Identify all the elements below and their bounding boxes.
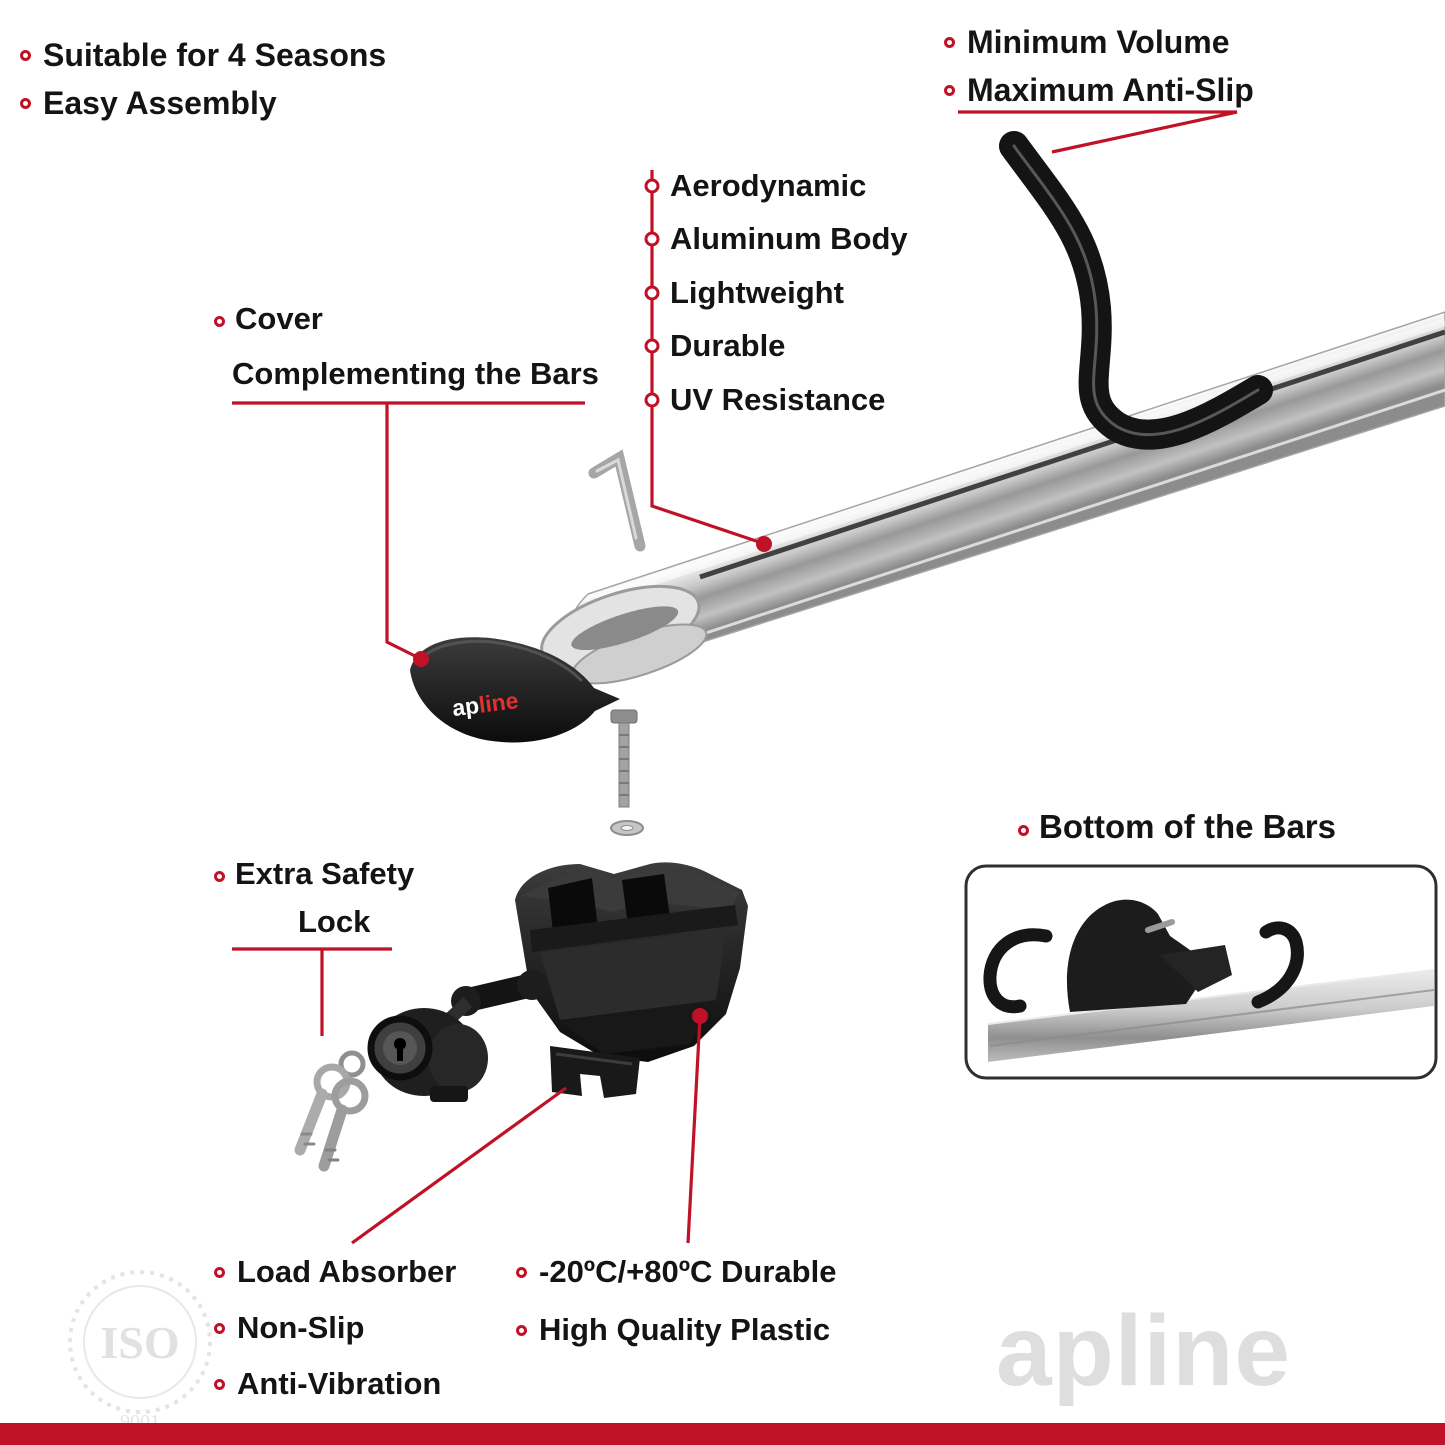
list-item: Maximum Anti-Slip: [944, 66, 1254, 114]
bolt-icon: [610, 709, 638, 808]
list-item: High Quality Plastic: [516, 1301, 836, 1359]
list-item: Load Absorber: [214, 1244, 456, 1300]
label-text: Lock: [298, 904, 371, 939]
iso-title: ISO: [100, 1317, 179, 1368]
list-item: Non-Slip: [214, 1300, 456, 1356]
pointer-cover: [385, 403, 418, 659]
feature-text: -20ºC/+80ºC Durable: [539, 1254, 837, 1289]
feature-text: Aluminum Body: [670, 221, 908, 257]
feature-text: Minimum Volume: [967, 23, 1230, 60]
brand-watermark: apline: [996, 1295, 1291, 1407]
feature-text: Easy Assembly: [43, 84, 277, 121]
dot-bar: [756, 536, 772, 552]
feature-text: Durable: [670, 328, 786, 364]
lock-label-line1: Extra Safety: [214, 856, 414, 892]
crossbar-end-cap: [540, 584, 708, 685]
feature-text: Suitable for 4 Seasons: [43, 36, 387, 73]
feature-text: Load Absorber: [237, 1254, 457, 1289]
bottom-accent-bar: [0, 1423, 1445, 1445]
lock-label-line2: Lock: [298, 904, 370, 940]
bullet-icon: [1018, 825, 1029, 836]
list-item: Aluminum Body: [670, 213, 908, 267]
pointer-antislip: [958, 110, 1238, 154]
cover-logo: apline: [451, 687, 520, 721]
bar-cover: apline: [410, 637, 620, 743]
bar-feature-list: Aerodynamic Aluminum Body Lightweight Du…: [670, 159, 908, 427]
feature-list-bottom-left: Load Absorber Non-Slip Anti-Vibration: [214, 1244, 456, 1412]
label-text: Extra Safety: [235, 856, 415, 891]
rubber-strip: [999, 131, 1273, 450]
pointer-plastic: [686, 1015, 702, 1244]
mounting-foot: [515, 862, 748, 1062]
bullet-icon: [214, 1378, 225, 1390]
feature-list-top-right: Minimum Volume Maximum Anti-Slip: [944, 18, 1254, 114]
feature-text: High Quality Plastic: [539, 1312, 831, 1347]
list-item: -20ºC/+80ºC Durable: [516, 1243, 836, 1301]
list-item: Minimum Volume: [944, 18, 1254, 66]
dot-cover: [413, 651, 429, 667]
annotation-lines: [232, 110, 1238, 1245]
list-item: Lightweight: [670, 266, 908, 320]
pointer-bar-features: [650, 170, 763, 545]
washer-icon: [610, 820, 644, 836]
feature-text: Lightweight: [670, 274, 844, 310]
cover-label-line2: Complementing the Bars: [232, 356, 599, 392]
feature-text: Maximum Anti-Slip: [967, 71, 1254, 108]
load-absorber-part: [550, 1046, 640, 1098]
cover-label-line1: Cover: [214, 301, 323, 337]
crossbar: [540, 311, 1445, 685]
feature-list-top-left: Suitable for 4 Seasons Easy Assembly: [20, 31, 386, 127]
bullet-icon: [214, 1322, 225, 1334]
list-item: UV Resistance: [670, 373, 908, 427]
allen-key-icon: [588, 449, 646, 552]
bullet-icon: [214, 871, 225, 882]
label-text: Cover: [235, 301, 323, 336]
label-text: Complementing the Bars: [232, 356, 599, 391]
list-item: Easy Assembly: [20, 79, 386, 127]
bullet-icon: [214, 316, 225, 327]
bullet-icon: [20, 49, 31, 61]
pointer-load-absorber: [351, 1086, 567, 1245]
feature-text: Anti-Vibration: [237, 1366, 442, 1401]
bullet-icon: [214, 1266, 225, 1278]
keys-icon: [294, 1050, 369, 1172]
feature-text: UV Resistance: [670, 381, 886, 417]
label-text: Bottom of the Bars: [1039, 808, 1336, 845]
feature-text: Non-Slip: [237, 1310, 365, 1345]
list-item: Durable: [670, 320, 908, 374]
iso-seal: ISO 9001: [68, 1270, 212, 1433]
bullet-icon: [944, 84, 955, 96]
bottom-of-bars-panel: [964, 864, 1438, 1080]
list-item: Aerodynamic: [670, 159, 908, 213]
bullet-icon: [20, 97, 31, 109]
bullet-icon: [944, 36, 955, 48]
feature-list-bottom-mid: -20ºC/+80ºC Durable High Quality Plastic: [516, 1243, 836, 1359]
bullet-icon: [516, 1266, 527, 1278]
feature-text: Aerodynamic: [670, 167, 867, 203]
safety-lock: [367, 970, 547, 1102]
list-item: Anti-Vibration: [214, 1356, 456, 1412]
list-item: Suitable for 4 Seasons: [20, 31, 386, 79]
bullet-icon: [516, 1324, 527, 1336]
bottom-panel-title: Bottom of the Bars: [1018, 808, 1336, 846]
